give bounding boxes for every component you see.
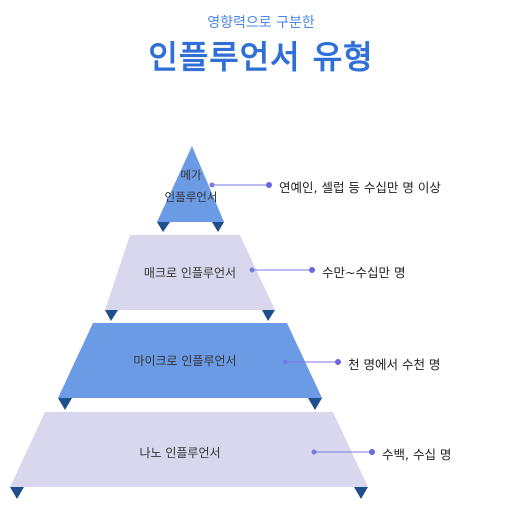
page-title: 인플루언서 유형 — [148, 38, 374, 76]
tier-nano-marker-right — [354, 487, 368, 499]
tier-mega-description: 연예인, 셀럽 등 수십만 명 이상 — [279, 180, 441, 195]
tier-micro-dot-right — [335, 359, 341, 365]
tier-nano-dot-right — [369, 449, 375, 455]
tier-mega-marker-right — [212, 222, 224, 232]
tier-macro-shape — [105, 235, 275, 310]
tier-nano-marker-left — [10, 487, 24, 499]
tier-mega-label-line2: 인플루언서 — [164, 190, 218, 204]
tier-macro-label: 매크로 인플루언서 — [143, 266, 237, 280]
tier-nano-dot-left — [311, 449, 317, 455]
tier-mega-marker-left — [157, 222, 170, 232]
tier-micro-shape — [58, 323, 322, 398]
subtitle: 영향력으로 구분한 — [207, 15, 315, 31]
tier-mega-label: 메가 인플루언서 — [160, 164, 222, 208]
tier-macro-description: 수만~수십만 명 — [322, 265, 406, 280]
tier-micro-dot-left — [282, 359, 288, 365]
tier-macro-marker-left — [105, 310, 118, 321]
tier-macro-marker-right — [262, 310, 275, 321]
tier-macro-dot-right — [309, 267, 315, 273]
tier-micro-marker-left — [58, 398, 72, 410]
tier-nano-shape — [10, 412, 368, 487]
tier-mega-dot-right — [266, 182, 272, 188]
tier-micro-label: 마이크로 인플루언서 — [133, 354, 237, 368]
tier-mega-shape — [157, 146, 224, 222]
tier-nano-label: 나노 인플루언서 — [139, 446, 221, 460]
tier-mega-dot-left — [209, 182, 215, 188]
tier-micro-description: 천 명에서 수천 명 — [348, 357, 441, 372]
tier-macro-dot-left — [249, 267, 255, 273]
tier-micro-marker-right — [308, 398, 322, 410]
tier-mega-label-line1: 메가 — [180, 168, 202, 182]
tier-nano-description: 수백, 수십 명 — [382, 447, 452, 462]
